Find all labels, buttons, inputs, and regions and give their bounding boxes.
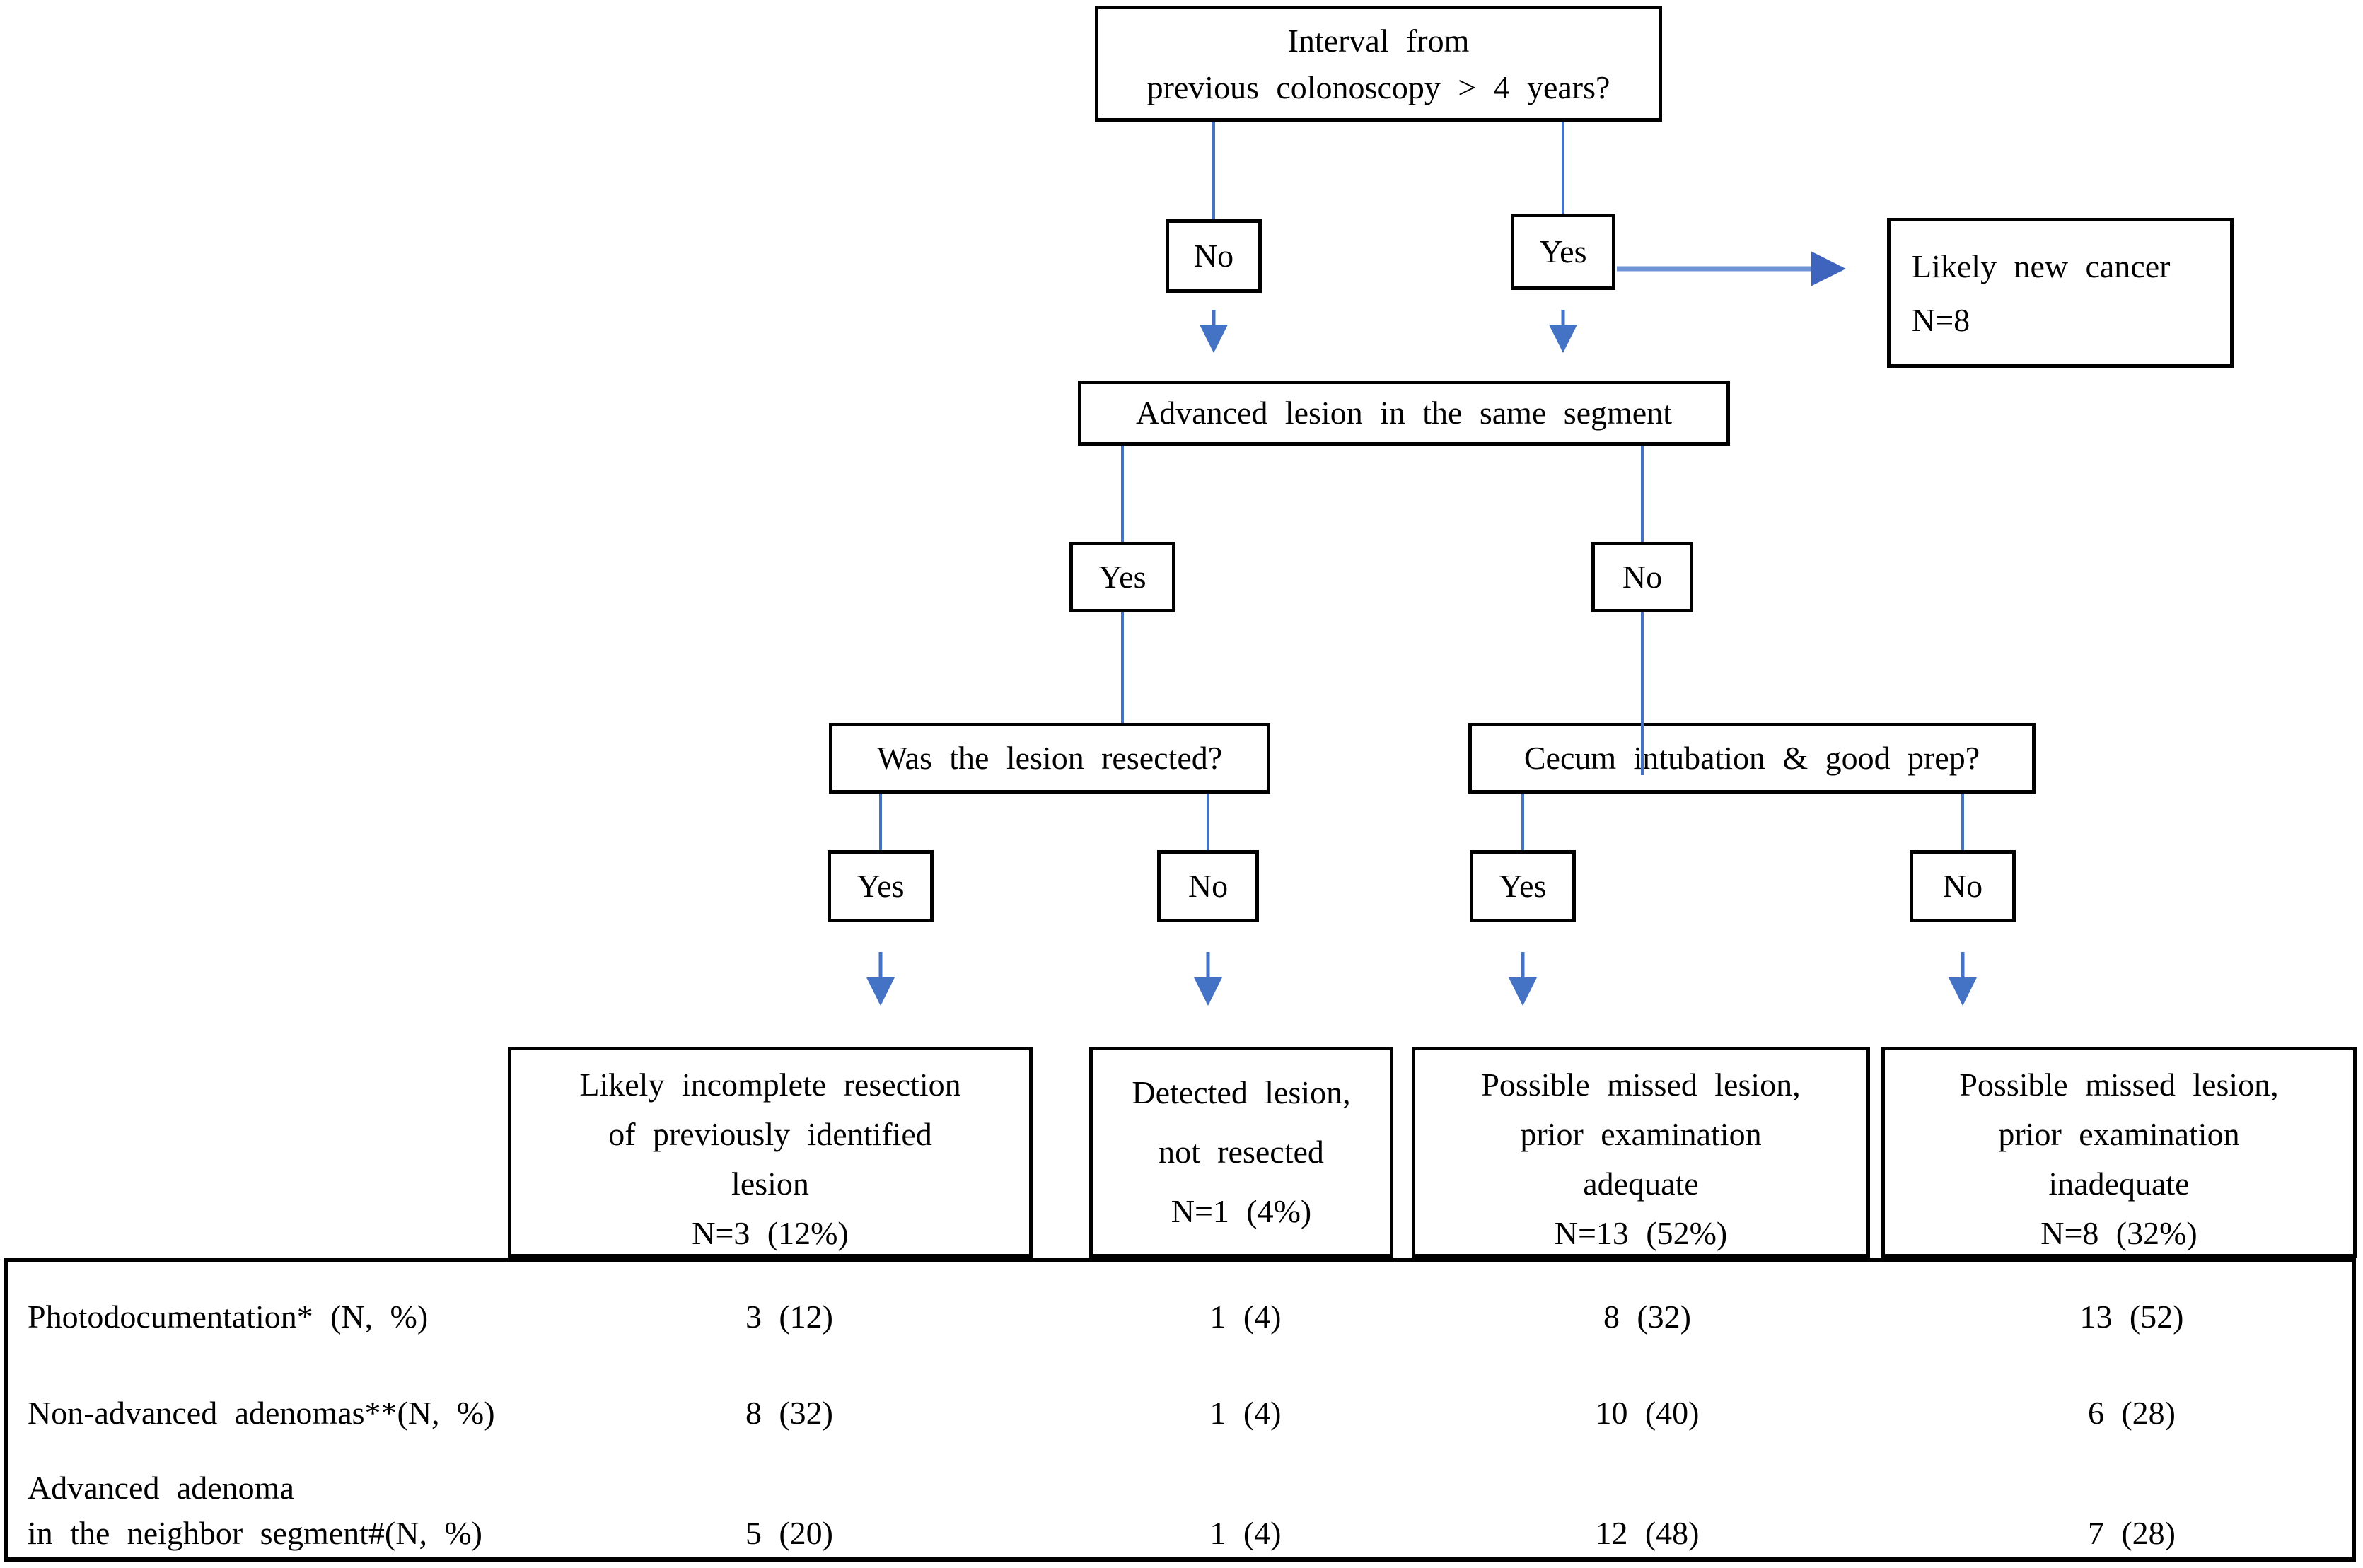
table-row3-label-line1: Advanced adenoma: [28, 1470, 294, 1506]
answer-label-cecum-no: No: [1942, 868, 1983, 904]
outcome-missed-inadequate-count: N=8 (32%): [2040, 1215, 2197, 1251]
outcome-missed-adequate-line2: prior examination: [1520, 1116, 1762, 1152]
table-row2-value-col3: 10 (40): [1595, 1395, 1700, 1431]
table-row3-value-col1: 5 (20): [745, 1515, 834, 1551]
decision-label-advanced-lesion: Advanced lesion in the same segment: [1135, 395, 1673, 431]
table-row1-value-col3: 8 (32): [1603, 1299, 1692, 1335]
outcome-missed-adequate-line3: adequate: [1583, 1166, 1699, 1202]
table-row1-value-col4: 13 (52): [2079, 1299, 2184, 1335]
table-row2-value-col1: 8 (32): [745, 1395, 834, 1431]
outcome-missed-inadequate-line2: prior examination: [1998, 1116, 2240, 1152]
answer-box-resected-no: No: [1157, 850, 1259, 922]
table-row3-label-line2: in the neighbor segment#(N, %): [28, 1515, 482, 1551]
answer-label-interval-no: No: [1193, 238, 1234, 274]
table-row2-value-col2: 1 (4): [1209, 1395, 1282, 1431]
decision-box-resected: Was the lesion resected?: [829, 723, 1270, 794]
decision-box-cecum: Cecum intubation & good prep?: [1468, 723, 2036, 794]
decision-label-resected: Was the lesion resected?: [876, 740, 1223, 776]
outcome-missed-inadequate-line1: Possible missed lesion,: [1959, 1067, 2279, 1103]
answer-box-resected-yes: Yes: [828, 850, 934, 922]
table-row1-label: Photodocumentation* (N, %): [28, 1299, 429, 1335]
answer-label-resected-no: No: [1188, 868, 1229, 904]
outcome-new-cancer-line2: N=8: [1912, 302, 1970, 338]
table-row3-value-col4: 7 (28): [2087, 1515, 2176, 1551]
outcome-incomplete-line1: Likely incomplete resection: [579, 1067, 961, 1103]
table-row2-label: Non-advanced adenomas**(N, %): [28, 1395, 495, 1431]
decision-label-cecum: Cecum intubation & good prep?: [1523, 740, 1980, 776]
answer-box-advanced-no: No: [1591, 542, 1693, 612]
decision-box-advanced-lesion: Advanced lesion in the same segment: [1078, 381, 1730, 446]
answer-label-advanced-yes: Yes: [1098, 559, 1146, 595]
answer-box-interval-no: No: [1166, 219, 1262, 293]
answer-label-cecum-yes: Yes: [1499, 868, 1547, 904]
outcome-box-detected-not-resected: Detected lesion, not resected N=1 (4%): [1089, 1047, 1393, 1258]
table-row3-value-col3: 12 (48): [1595, 1515, 1700, 1551]
decision-box-interval: Interval from previous colonoscopy > 4 y…: [1095, 6, 1662, 122]
outcome-missed-inadequate-line3: inadequate: [2048, 1166, 2190, 1202]
answer-label-resected-yes: Yes: [857, 868, 905, 904]
outcome-box-new-cancer: Likely new cancer N=8: [1887, 218, 2234, 368]
answer-box-cecum-yes: Yes: [1470, 850, 1576, 922]
answer-label-advanced-no: No: [1622, 559, 1663, 595]
outcome-box-missed-adequate: Possible missed lesion, prior examinatio…: [1412, 1047, 1870, 1258]
decision-box-interval-line2: previous colonoscopy > 4 years?: [1146, 69, 1610, 105]
answer-label-interval-yes: Yes: [1539, 233, 1587, 269]
answer-box-advanced-yes: Yes: [1069, 542, 1175, 612]
table-row1-value-col2: 1 (4): [1209, 1299, 1282, 1335]
outcome-detected-count: N=1 (4%): [1171, 1193, 1312, 1229]
outcome-incomplete-line3: lesion: [731, 1166, 809, 1202]
table-row2-value-col4: 6 (28): [2087, 1395, 2176, 1431]
outcome-new-cancer-line1: Likely new cancer: [1912, 248, 2171, 284]
outcome-detected-line2: not resected: [1159, 1134, 1324, 1170]
summary-table: Photodocumentation* (N, %) 3 (12) 1 (4) …: [4, 1258, 2356, 1562]
outcome-missed-adequate-line1: Possible missed lesion,: [1481, 1067, 1801, 1103]
outcome-box-incomplete-resection: Likely incomplete resection of previousl…: [508, 1047, 1033, 1258]
outcome-incomplete-count: N=3 (12%): [692, 1215, 849, 1251]
table-row3-value-col2: 1 (4): [1209, 1515, 1282, 1551]
outcome-detected-line1: Detected lesion,: [1132, 1074, 1351, 1110]
decision-box-interval-line1: Interval from: [1287, 23, 1470, 59]
table-row1-value-col1: 3 (12): [745, 1299, 834, 1335]
answer-box-cecum-no: No: [1910, 850, 2016, 922]
answer-box-interval-yes: Yes: [1511, 214, 1615, 290]
outcome-box-missed-inadequate: Possible missed lesion, prior examinatio…: [1881, 1047, 2357, 1258]
outcome-missed-adequate-count: N=13 (52%): [1554, 1215, 1728, 1251]
outcome-incomplete-line2: of previously identified: [608, 1116, 932, 1152]
